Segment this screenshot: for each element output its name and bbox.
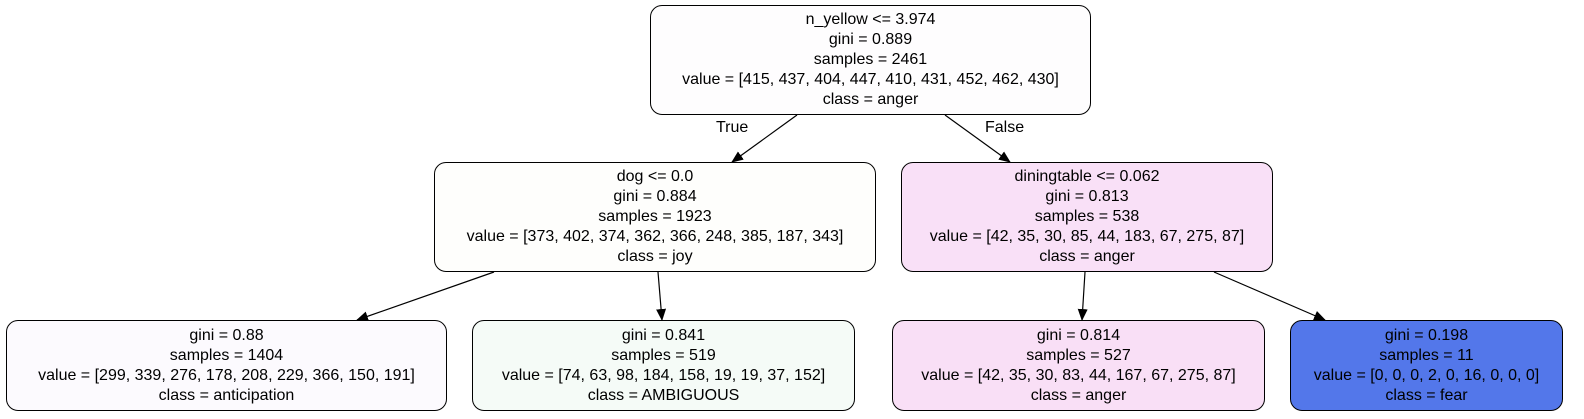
node-gini: gini = 0.889 bbox=[828, 31, 913, 48]
node-gini: gini = 0.841 bbox=[621, 326, 706, 344]
edge-label-true: True bbox=[716, 119, 749, 136]
node-class: class = anger bbox=[1039, 248, 1135, 265]
node-samples: samples = 538 bbox=[1034, 208, 1140, 225]
edge-label-false: False bbox=[985, 119, 1025, 136]
node-class: class = fear bbox=[1385, 386, 1468, 404]
node-gini: gini = 0.198 bbox=[1384, 326, 1469, 344]
node-samples: samples = 1404 bbox=[169, 346, 284, 364]
node-split-condition: diningtable <= 0.062 bbox=[1014, 168, 1160, 185]
edge-left-to-left-left bbox=[356, 271, 495, 322]
node-gini: gini = 0.88 bbox=[189, 326, 264, 344]
node-samples: samples = 2461 bbox=[813, 51, 928, 68]
node-value: value = [42, 35, 30, 85, 44, 183, 67, 27… bbox=[929, 228, 1245, 245]
edge-root-to-right bbox=[944, 114, 1011, 163]
node-class: class = AMBIGUOUS bbox=[587, 386, 740, 404]
node-value: value = [373, 402, 374, 362, 366, 248, 3… bbox=[466, 228, 844, 245]
edge-right-to-right-right bbox=[1213, 271, 1326, 321]
tree-node-left: dog <= 0.0 gini = 0.884 samples = 1923 v… bbox=[434, 162, 876, 272]
edge-root-to-left bbox=[731, 114, 798, 163]
node-gini: gini = 0.813 bbox=[1045, 188, 1129, 205]
node-gini: gini = 0.884 bbox=[613, 188, 697, 205]
node-class: class = joy bbox=[617, 248, 693, 265]
tree-leaf-left-right: gini = 0.841 samples = 519 value = [74, … bbox=[472, 320, 855, 411]
tree-leaf-right-right: gini = 0.198 samples = 11 value = [0, 0,… bbox=[1290, 320, 1563, 411]
node-samples: samples = 11 bbox=[1379, 346, 1474, 364]
node-value: value = [415, 437, 404, 447, 410, 431, 4… bbox=[682, 71, 1059, 88]
node-samples: samples = 527 bbox=[1026, 346, 1131, 364]
node-value: value = [299, 339, 276, 178, 208, 229, 3… bbox=[38, 366, 415, 384]
node-class: class = anger bbox=[1030, 386, 1127, 404]
node-value: value = [74, 63, 98, 184, 158, 19, 19, 3… bbox=[501, 366, 826, 384]
edge-left-to-left-right bbox=[656, 271, 667, 321]
node-samples: samples = 1923 bbox=[598, 208, 712, 225]
node-gini: gini = 0.814 bbox=[1036, 326, 1121, 344]
node-class: class = anticipation bbox=[158, 386, 295, 404]
node-split-condition: n_yellow <= 3.974 bbox=[805, 11, 936, 28]
tree-node-root: n_yellow <= 3.974 gini = 0.889 samples =… bbox=[650, 5, 1091, 115]
node-value: value = [42, 35, 30, 83, 44, 167, 67, 27… bbox=[921, 366, 1236, 384]
tree-leaf-left-left: gini = 0.88 samples = 1404 value = [299,… bbox=[6, 320, 447, 411]
node-value: value = [0, 0, 0, 2, 0, 16, 0, 0, 0] bbox=[1313, 366, 1540, 384]
tree-node-right: diningtable <= 0.062 gini = 0.813 sample… bbox=[901, 162, 1273, 272]
tree-leaf-right-left: gini = 0.814 samples = 527 value = [42, … bbox=[892, 320, 1265, 411]
node-samples: samples = 519 bbox=[611, 346, 716, 364]
node-class: class = anger bbox=[822, 91, 919, 108]
node-split-condition: dog <= 0.0 bbox=[616, 168, 694, 185]
edge-right-to-right-left bbox=[1077, 271, 1088, 321]
